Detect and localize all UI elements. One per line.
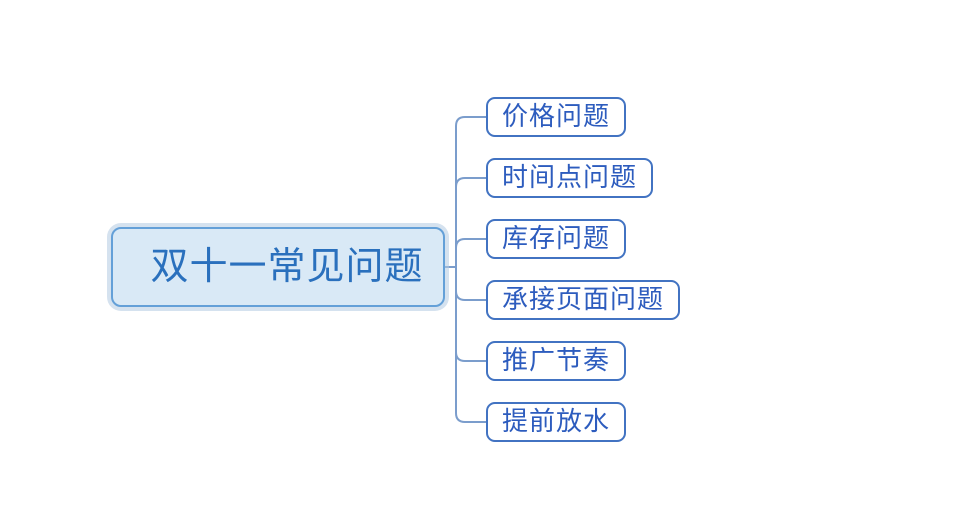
child-node-label: 提前放水	[502, 407, 611, 436]
child-node-label: 承接页面问题	[502, 285, 665, 314]
child-node-label: 时间点问题	[502, 163, 638, 192]
child-node-label: 库存问题	[502, 224, 611, 253]
child-node-label: 价格问题	[502, 102, 611, 131]
connector-branch-4	[455, 290, 486, 301]
connector-branch-3	[455, 238, 486, 249]
child-node-timing[interactable]: 时间点问题	[486, 158, 654, 198]
child-node-early-release[interactable]: 提前放水	[486, 402, 627, 442]
child-node-promotion-rhythm[interactable]: 推广节奏	[486, 341, 627, 381]
child-node-price[interactable]: 价格问题	[486, 97, 627, 137]
connector-branch-5	[455, 351, 486, 362]
child-node-landing-page[interactable]: 承接页面问题	[486, 280, 681, 320]
root-node[interactable]: 双十一常见问题	[111, 227, 445, 307]
root-node-label: 双十一常见问题	[150, 246, 424, 288]
connector-branch-2	[455, 177, 486, 188]
connector-spine-and-end-branches	[455, 116, 486, 423]
child-node-label: 推广节奏	[502, 346, 611, 375]
child-node-inventory[interactable]: 库存问题	[486, 219, 627, 259]
